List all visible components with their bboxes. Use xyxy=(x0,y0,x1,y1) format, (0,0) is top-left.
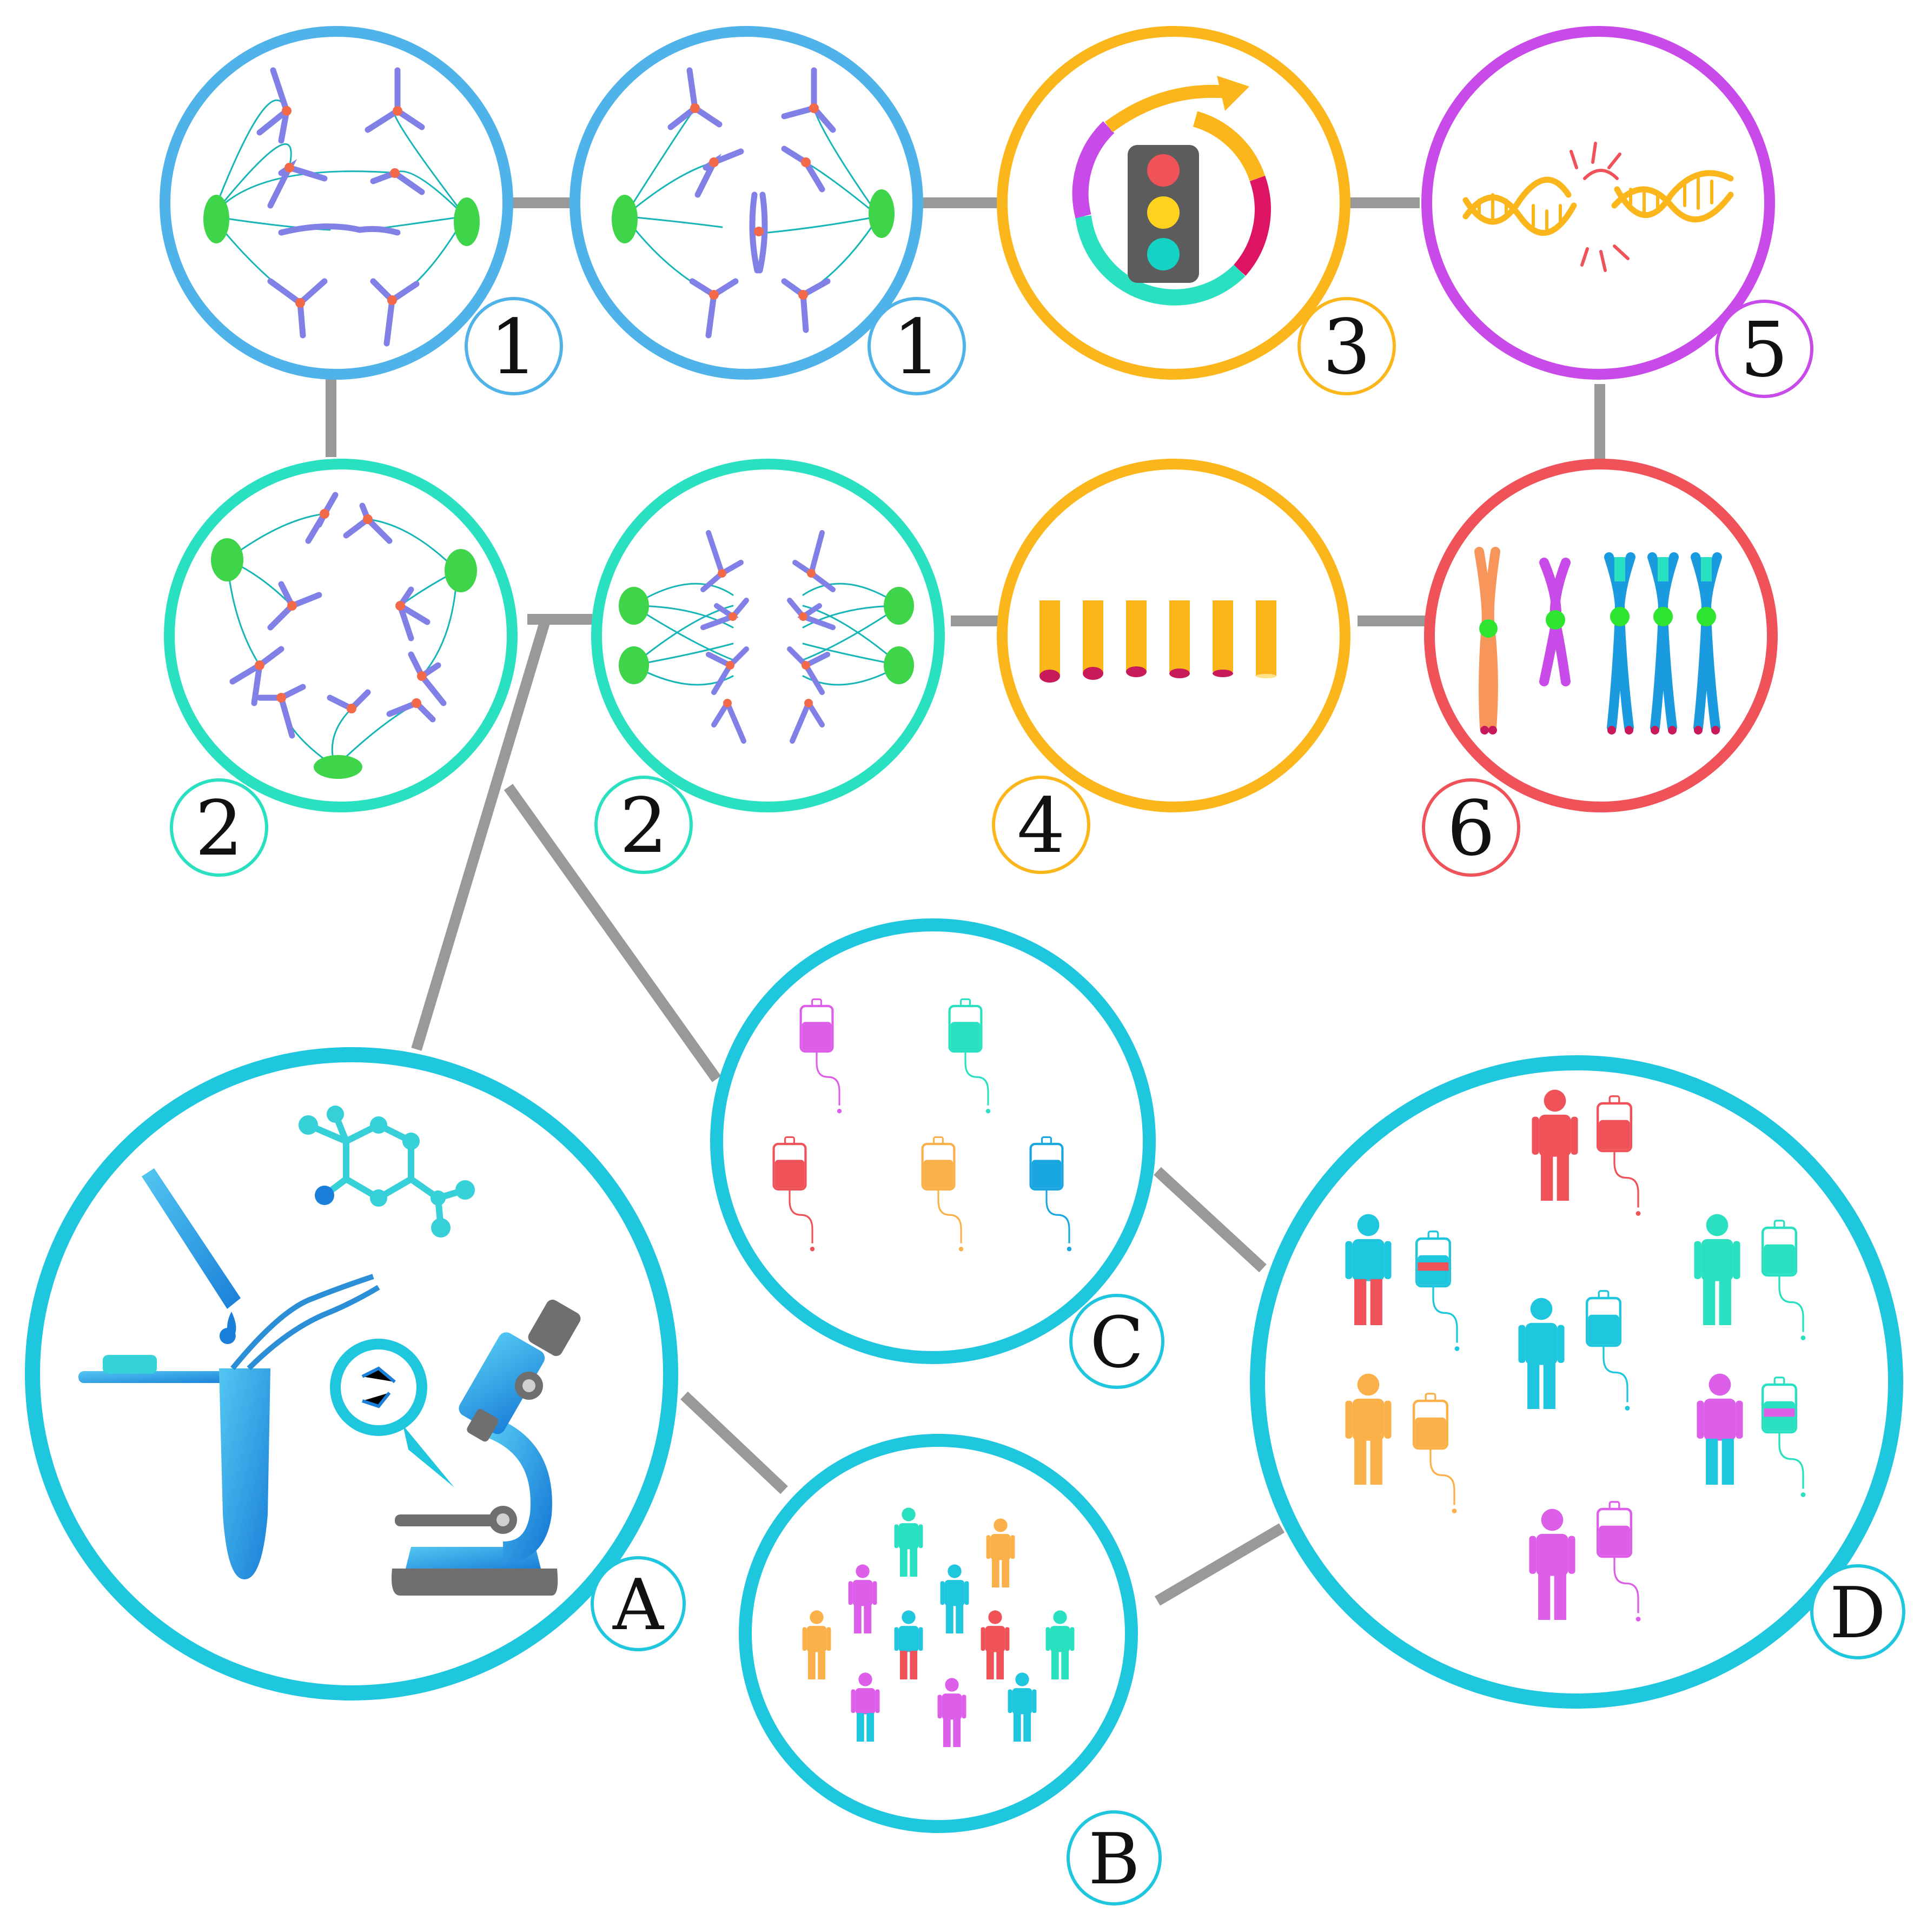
node-6[interactable]: 6 xyxy=(1422,459,1778,877)
node-letter: B xyxy=(1088,1818,1140,1900)
iv-bag-icon xyxy=(948,998,991,1114)
person-icon xyxy=(1532,1089,1578,1201)
iv-bag-icon xyxy=(1596,1095,1641,1216)
person-icon xyxy=(937,1678,966,1747)
node-badge xyxy=(992,776,1090,874)
person-icon xyxy=(1697,1373,1743,1485)
node-2a[interactable]: 2 xyxy=(164,459,518,877)
node-b[interactable]: B xyxy=(739,1434,1162,1905)
chromosome-aneuploidy-icon xyxy=(1474,547,1722,735)
node-a[interactable]: A xyxy=(25,1047,686,1701)
person-icon xyxy=(1008,1672,1037,1742)
person-icon xyxy=(851,1672,880,1742)
node-letter: A xyxy=(612,1564,665,1646)
connector-A-B xyxy=(680,1391,788,1494)
node-letter: C xyxy=(1090,1301,1143,1384)
telomere-shortening-icon xyxy=(1039,600,1276,683)
node-circle xyxy=(1421,26,1775,380)
node-number: 2 xyxy=(195,785,243,873)
node-badge xyxy=(594,776,693,874)
iv-bag-icon xyxy=(1585,1290,1630,1411)
node-circle xyxy=(570,26,923,380)
person-icon xyxy=(1529,1508,1575,1620)
node-letter: D xyxy=(1830,1572,1886,1654)
person-icon xyxy=(802,1610,831,1679)
person-icon xyxy=(986,1518,1015,1587)
node-number: 3 xyxy=(1322,303,1370,392)
node-circle xyxy=(164,459,518,812)
person-icon xyxy=(981,1610,1010,1679)
laboratory-research-icon xyxy=(78,1106,581,1596)
node-number: 1 xyxy=(892,303,941,392)
cell-cycle-checkpoint-traffic-light-icon xyxy=(1072,76,1271,306)
person-icon xyxy=(1518,1298,1565,1409)
node-badge xyxy=(1067,1810,1162,1905)
node-badge xyxy=(868,297,966,395)
iv-bag-icon xyxy=(1761,1377,1806,1497)
person-icon xyxy=(1045,1610,1075,1679)
node-1b[interactable]: 1 xyxy=(570,26,966,395)
iv-bag-icon xyxy=(921,1136,964,1252)
iv-drug-bags-icon xyxy=(772,998,1072,1252)
connector-C-D xyxy=(1154,1167,1267,1273)
node-circle xyxy=(710,918,1156,1364)
node-circle xyxy=(739,1434,1138,1833)
node-badge xyxy=(591,1556,686,1651)
iv-bag-icon xyxy=(799,998,842,1114)
node-number: 2 xyxy=(619,782,667,870)
node-badge xyxy=(1422,778,1520,877)
node-5[interactable]: 5 xyxy=(1421,26,1813,398)
connector-hub-C xyxy=(504,784,721,1082)
patient-population-icon xyxy=(802,1507,1075,1747)
node-badge xyxy=(465,297,563,395)
multipolar-spindle-icon xyxy=(211,492,477,779)
person-icon xyxy=(940,1564,969,1633)
node-badge xyxy=(1069,1294,1164,1389)
person-icon xyxy=(1345,1373,1392,1485)
node-3[interactable]: 3 xyxy=(997,26,1396,395)
node-circle xyxy=(160,26,513,380)
person-icon xyxy=(894,1610,923,1679)
node-circle xyxy=(1250,1055,1903,1709)
person-icon xyxy=(1694,1214,1740,1325)
connector-B-D xyxy=(1154,1523,1285,1606)
connectors xyxy=(326,197,1605,1606)
personalized-therapy-icon xyxy=(1345,1089,1806,1622)
metaphase-misaligned-chromosome-icon xyxy=(612,67,895,339)
node-badge xyxy=(1810,1564,1905,1659)
node-circle xyxy=(591,459,945,812)
iv-bag-icon xyxy=(1761,1220,1806,1340)
person-icon xyxy=(848,1564,877,1633)
node-d[interactable]: D xyxy=(1250,1055,1905,1709)
node-badge xyxy=(170,778,268,877)
iv-bag-icon xyxy=(1412,1393,1457,1513)
iv-bag-icon xyxy=(1596,1501,1641,1622)
centrosome-amplification-icon xyxy=(619,530,914,744)
metaphase-lagging-chromosome-icon xyxy=(203,67,480,347)
iv-bag-icon xyxy=(1415,1230,1460,1351)
node-number: 4 xyxy=(1017,782,1065,870)
node-number: 5 xyxy=(1740,306,1788,394)
node-number: 6 xyxy=(1447,785,1495,873)
person-icon xyxy=(894,1507,923,1577)
node-badge xyxy=(1715,300,1813,398)
node-2b[interactable]: 2 xyxy=(591,459,945,874)
iv-bag-icon xyxy=(1029,1136,1072,1252)
person-icon xyxy=(1345,1214,1392,1325)
connector-hub-A xyxy=(411,619,551,1051)
dna-double-strand-break-icon xyxy=(1462,142,1734,272)
node-badge xyxy=(1297,297,1396,395)
node-4[interactable]: 4 xyxy=(992,459,1350,874)
node-1a[interactable]: 1 xyxy=(160,26,563,395)
node-circle xyxy=(1424,459,1778,812)
iv-bag-icon xyxy=(772,1136,815,1252)
node-c[interactable]: C xyxy=(710,918,1164,1389)
node-number: 1 xyxy=(489,303,538,392)
